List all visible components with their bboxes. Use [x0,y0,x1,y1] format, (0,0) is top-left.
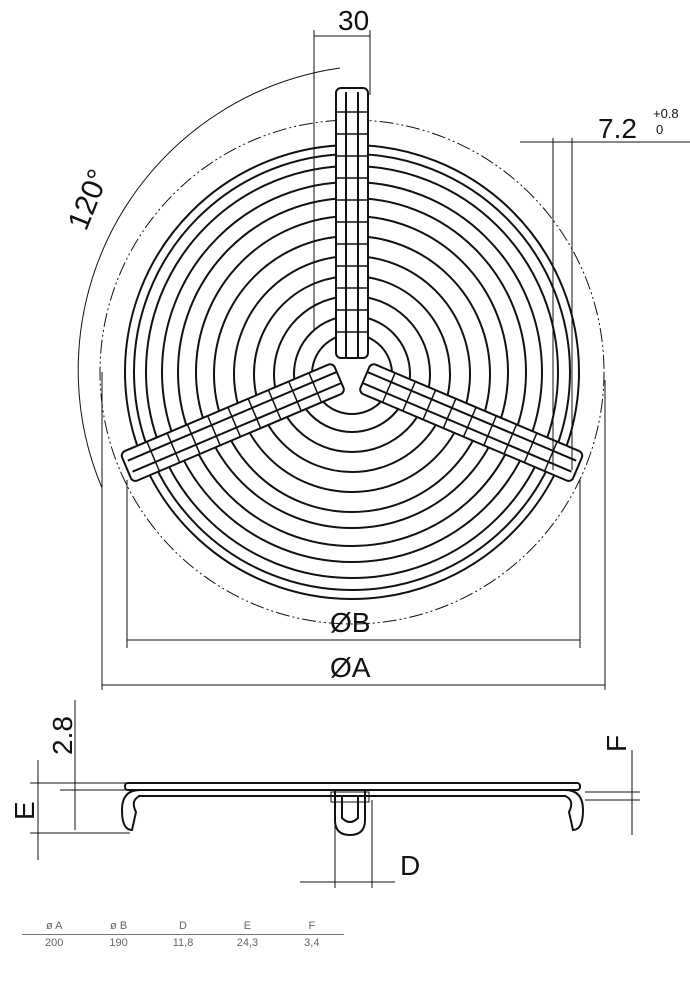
d-dimension: D [300,800,420,888]
value-e: 24,3 [236,937,259,949]
svg-text:0: 0 [656,122,663,137]
svg-text:E: E [9,801,40,820]
side-view [120,782,585,837]
svg-text:D: D [400,850,420,881]
header-d: D [179,920,187,932]
svg-text:ØB: ØB [330,607,370,638]
diameter-b-dimension: ØB [126,480,581,648]
svg-text:F: F [601,735,632,752]
header-b: ø B [110,920,128,932]
svg-text:ØA: ØA [330,652,371,683]
arm [335,87,369,359]
arm-width-dimension: 30 [313,5,371,330]
dimension-table: ø A ø B D E F 200 190 11,8 24,3 3,4 [22,920,344,949]
svg-text:30: 30 [338,5,369,36]
value-a: 200 [45,937,64,949]
value-f: 3,4 [304,937,320,949]
header-a: ø A [45,920,63,932]
value-b: 190 [109,937,128,949]
slot-dimension: 7.2 +0.8 0 [520,106,690,470]
table-row: 200 190 11,8 24,3 3,4 [22,935,344,949]
svg-text:120°: 120° [62,165,116,235]
svg-text:7.2: 7.2 [598,113,637,144]
arm [359,363,584,482]
e-dimension: E [9,760,130,860]
svg-text:2.8: 2.8 [47,716,78,755]
arm [120,363,345,482]
header-f: F [308,920,316,932]
value-d: 11,8 [172,937,194,949]
outer-diameter-circle [99,119,605,625]
diameter-a-dimension: ØA [101,372,606,690]
f-dimension: F [585,735,640,835]
support-arms [120,87,584,482]
header-e: E [243,920,252,932]
svg-text:+0.8: +0.8 [653,106,679,121]
table-header-row: ø A ø B D E F [22,920,344,935]
